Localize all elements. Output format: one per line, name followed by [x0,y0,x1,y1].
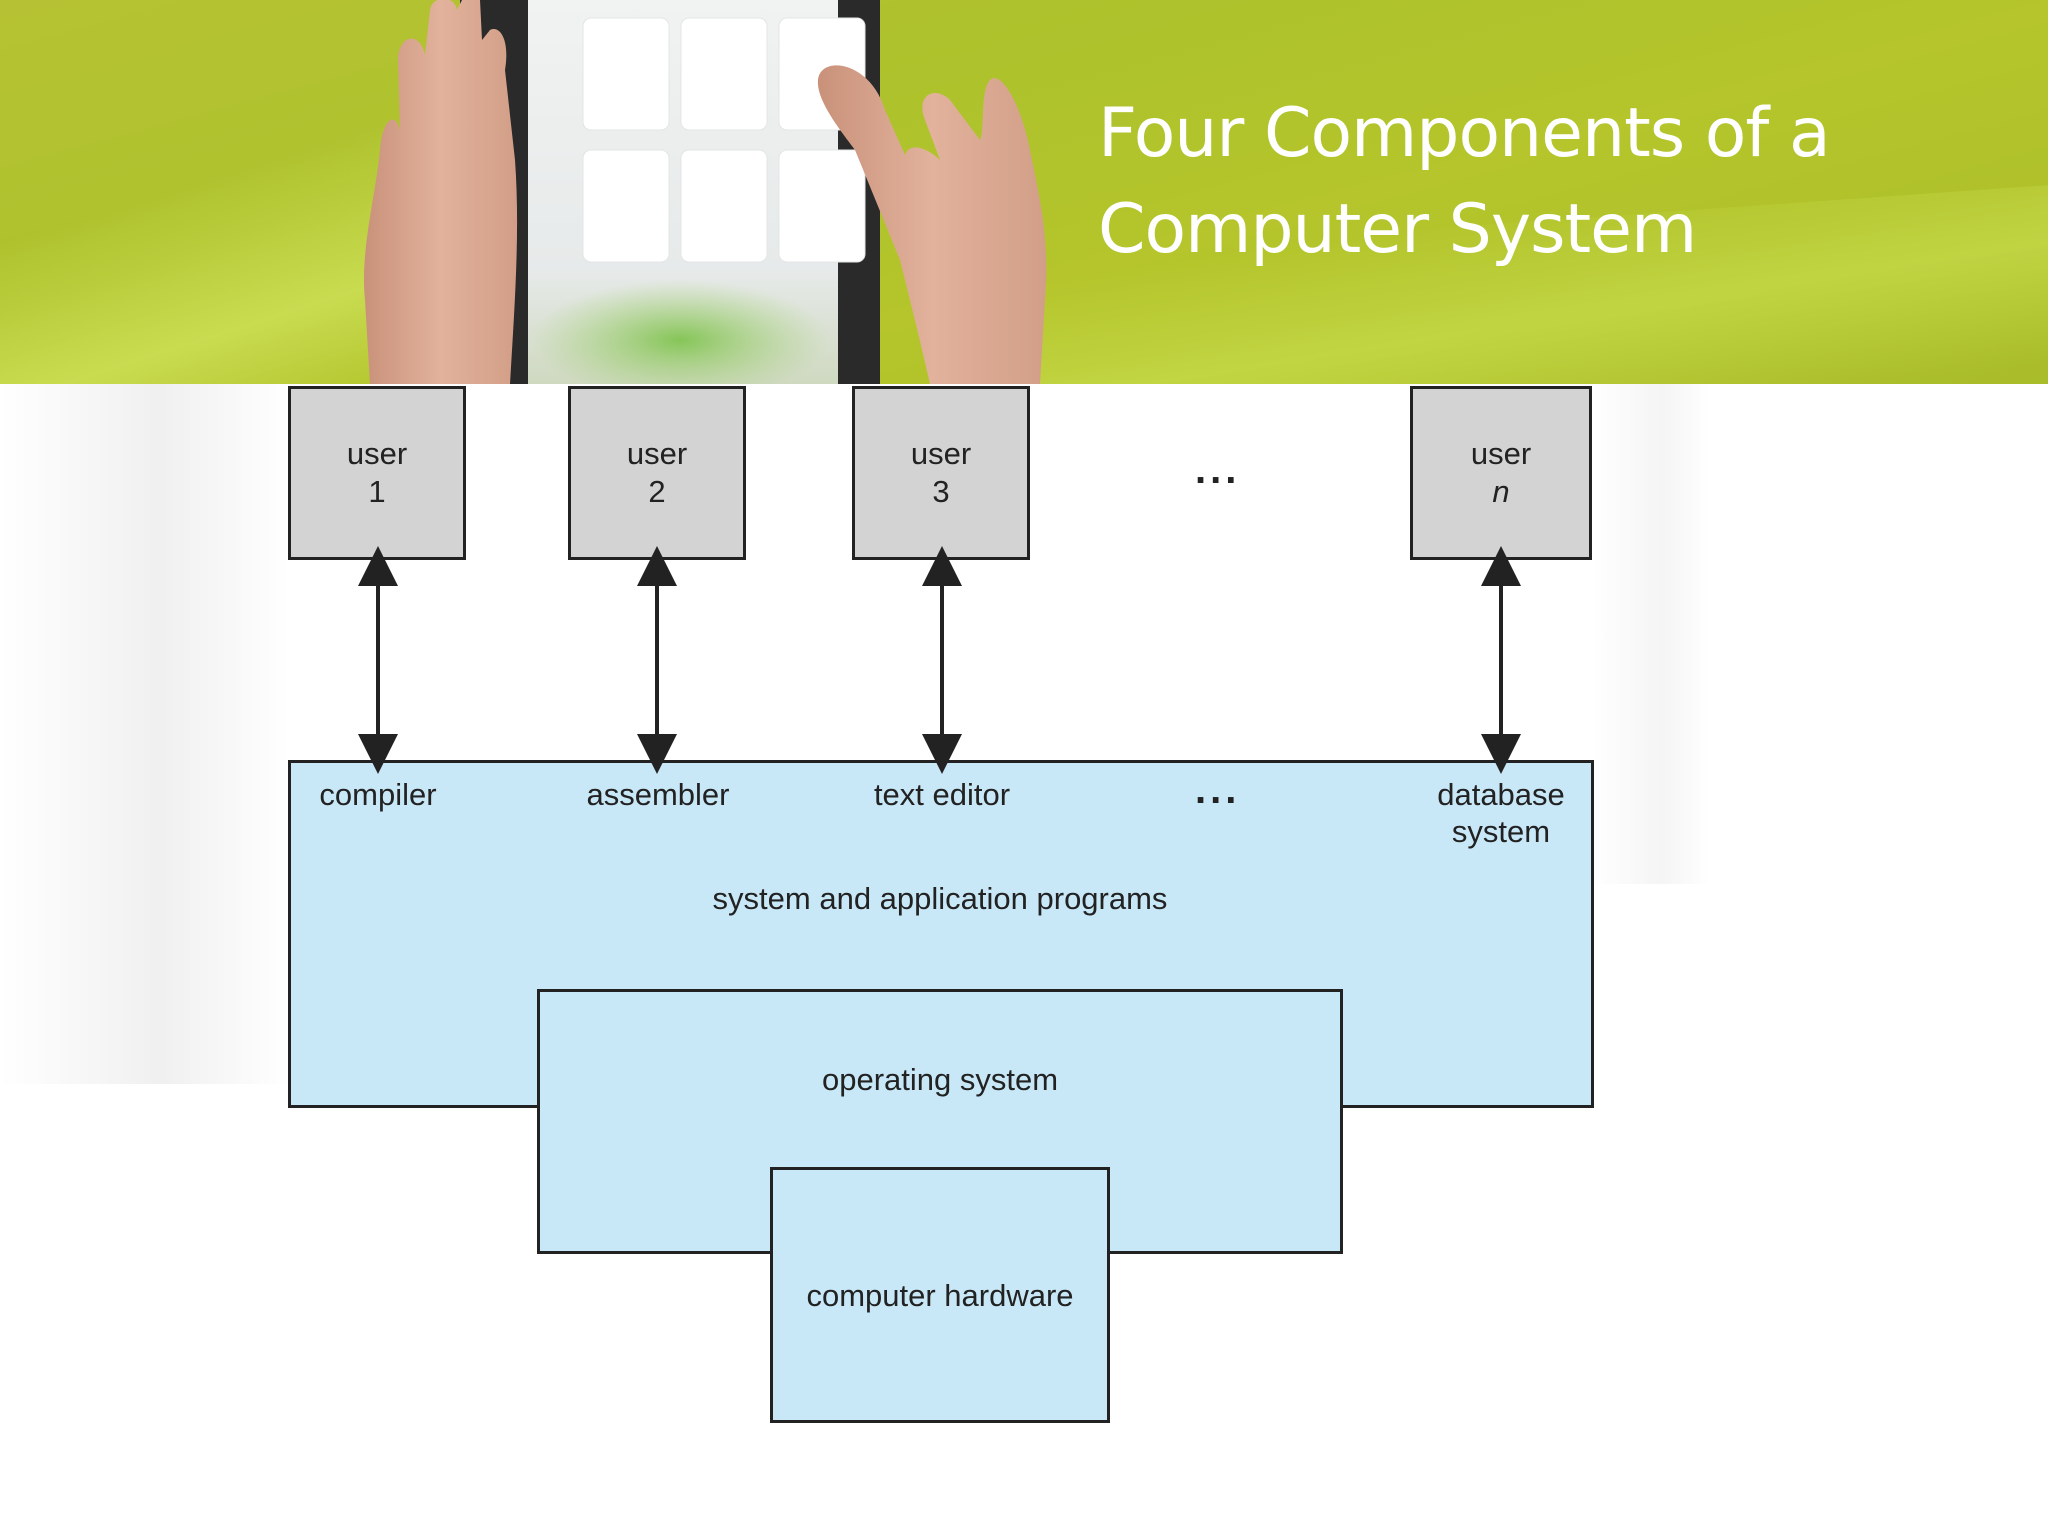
slide-title-line: Four Components of a [1098,94,1831,173]
header-banner: Four Components of a Computer System [0,0,2048,384]
user-box-2: user 2 [568,386,746,560]
user-label: user [1470,436,1532,471]
user-ellipsis: ... [1195,448,1241,492]
program-database-line2: system [1451,814,1551,849]
layer-join [540,1104,1340,1110]
program-text-editor: text editor [873,777,1011,812]
hardware-layer [770,1167,1110,1423]
slide-title-line: Computer System [1098,190,1697,269]
hardware-layer-label: computer hardware [806,1278,1074,1313]
program-assembler: assembler [586,777,730,812]
user-label: user [626,436,688,471]
user-number: 3 [932,474,950,509]
tablet-hands-photo [364,0,1047,384]
user-box-1: user 1 [288,386,466,560]
slide-title: Four Components of a Computer System [1098,86,1998,278]
os-layer-label: operating system [821,1062,1059,1097]
user-box-3: user 3 [852,386,1030,560]
user-label: user [910,436,972,471]
user-box-n: user n [1410,386,1592,560]
program-ellipsis: ... [1195,768,1241,812]
left-shadow [0,384,290,1084]
user-number: n [1492,474,1510,509]
user-number: 2 [648,474,666,509]
layer-join [773,1250,1107,1256]
user-number: 1 [368,474,386,509]
right-shadow [1590,384,1710,884]
apps-layer-label: system and application programs [712,881,1168,916]
program-database-line1: database [1437,777,1565,812]
program-compiler: compiler [319,777,437,812]
user-label: user [346,436,408,471]
